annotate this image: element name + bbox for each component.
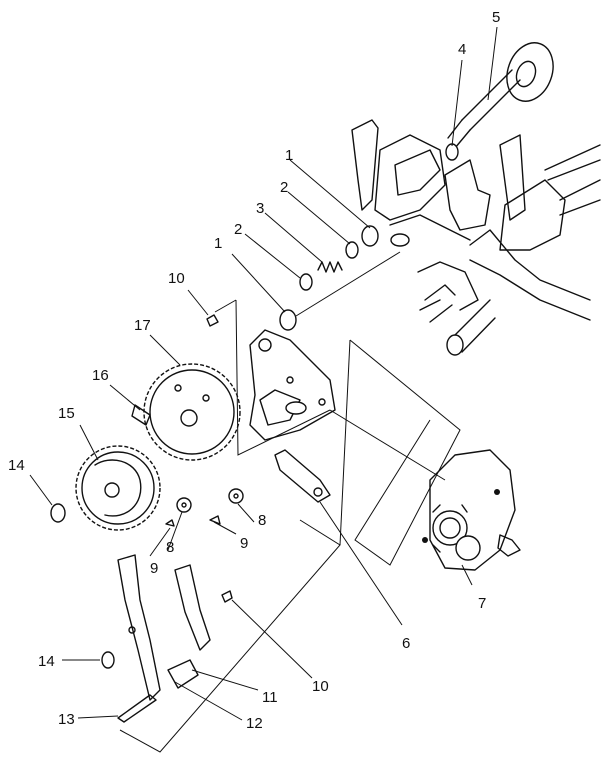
callout-5: 5 <box>492 9 501 26</box>
callout-10-lower: 10 <box>312 678 329 695</box>
callout-8-right: 8 <box>258 512 267 529</box>
lower-linkage <box>101 554 211 723</box>
callout-3: 3 <box>256 200 265 217</box>
callout-16: 16 <box>92 367 109 384</box>
part-5-shaft-flange <box>447 42 554 149</box>
callout-9-left: 9 <box>150 560 159 577</box>
part-15-cam-gear <box>75 445 161 531</box>
callout-8-left: 8 <box>166 539 175 556</box>
part-2-washer-upper <box>345 241 359 259</box>
part-14-clip-lower <box>101 651 115 669</box>
part-13-pin <box>117 694 157 723</box>
callout-12: 12 <box>246 715 263 732</box>
callout-2-lower: 2 <box>234 221 243 238</box>
upper-mechanism <box>351 119 601 356</box>
callout-6: 6 <box>402 635 411 652</box>
part-3-spring <box>317 261 343 273</box>
callout-1-lower: 1 <box>214 235 223 252</box>
callout-15: 15 <box>58 405 75 422</box>
leader-lines <box>29 26 498 753</box>
callout-10-upper: 10 <box>168 270 185 287</box>
callout-2-upper: 2 <box>280 179 289 196</box>
callout-13: 13 <box>58 711 75 728</box>
part-1-collar-upper <box>361 225 379 247</box>
part-6-lever <box>274 449 331 503</box>
shaft-parts <box>279 225 401 331</box>
callout-7: 7 <box>478 595 487 612</box>
callout-14-lower: 14 <box>38 653 55 670</box>
part-16-pin <box>131 404 151 426</box>
callout-1-upper: 1 <box>285 147 294 164</box>
part-7-motor <box>422 449 521 571</box>
part-4-bushing <box>445 143 459 161</box>
part-17-gear <box>143 363 241 461</box>
callout-9-right: 9 <box>240 535 249 552</box>
callout-4: 4 <box>458 41 467 58</box>
bracket-plate <box>249 329 336 441</box>
callout-11: 11 <box>262 689 278 706</box>
part-1-collar-lower <box>279 309 297 331</box>
washers-screws <box>165 314 244 603</box>
callout-14-upper: 14 <box>8 457 25 474</box>
callout-17: 17 <box>134 317 151 334</box>
part-2-washer-lower <box>299 273 313 291</box>
part-14-clip-upper <box>50 503 66 523</box>
